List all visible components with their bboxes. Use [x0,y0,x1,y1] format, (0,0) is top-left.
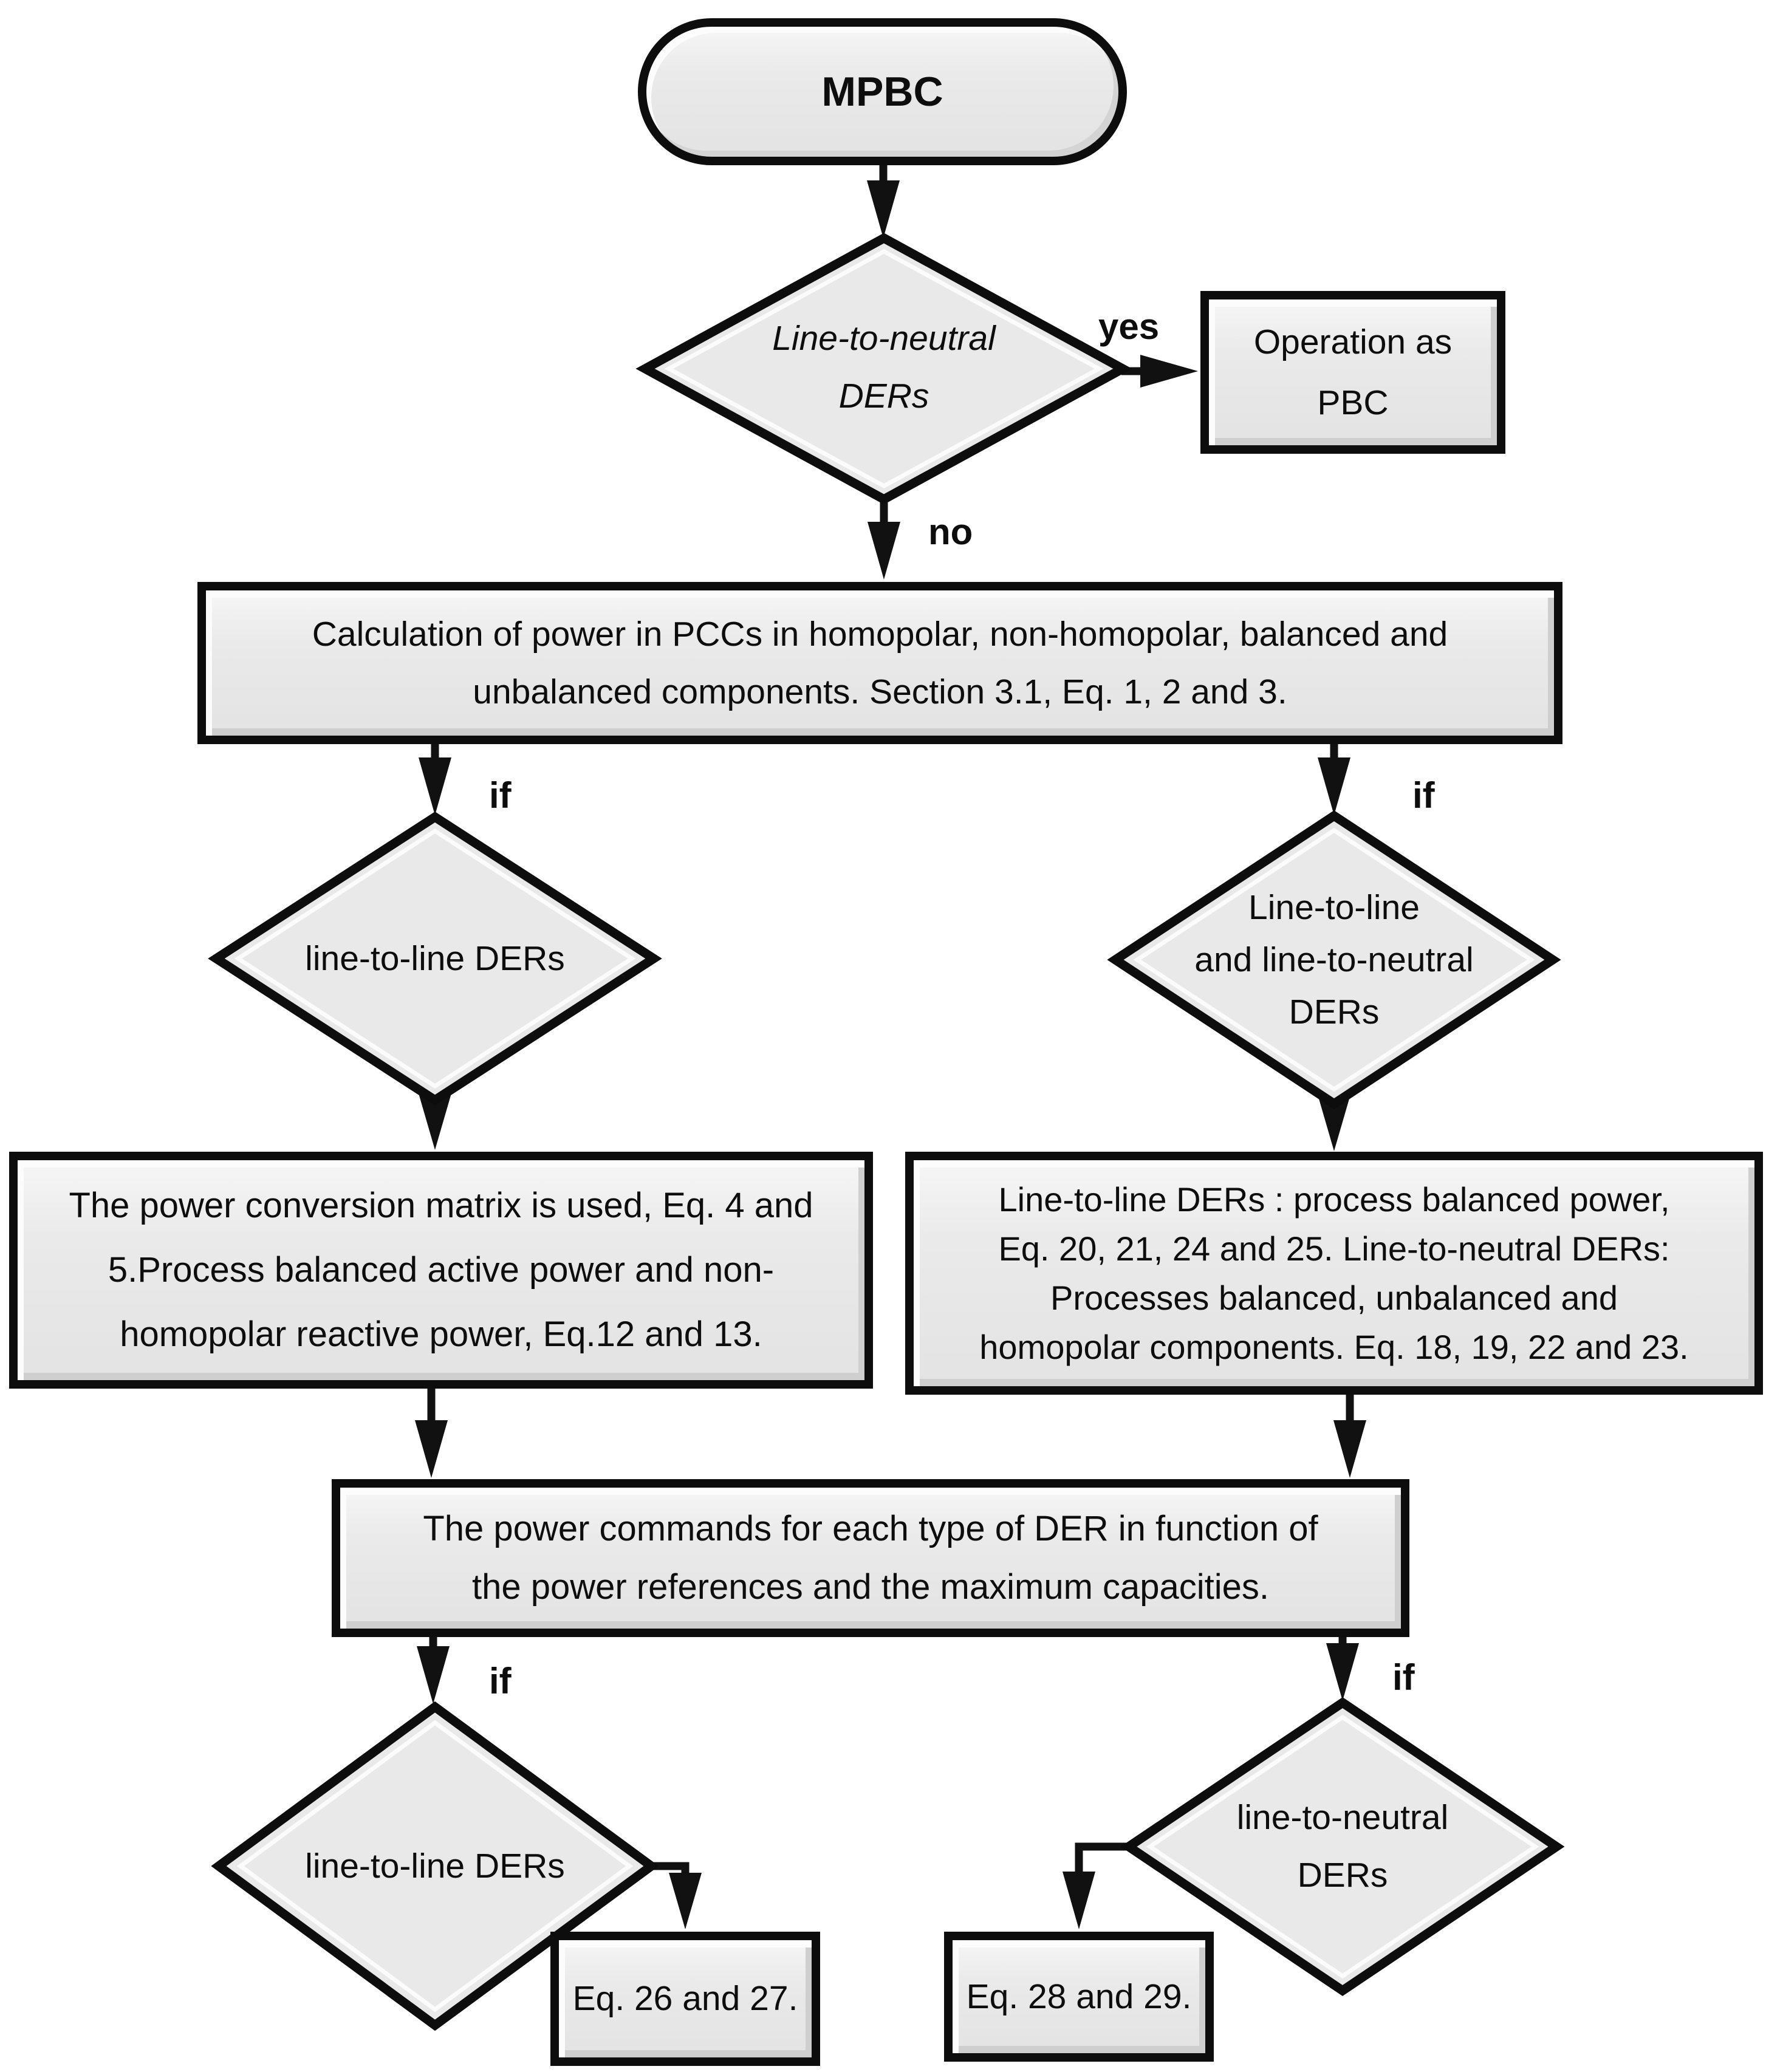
process-conversion-matrix: The power conversion matrix is used, Eq.… [9,1152,873,1389]
edge-label-no: no [928,511,973,552]
start-node-label: MPBC [821,68,943,115]
decision-line-to-line-text: line-to-line DERs [305,939,565,978]
arrow-right-process-to-commands [1333,1392,1366,1478]
arrow-no-to-calc [868,497,900,580]
edge-label-yes: yes [1098,306,1160,347]
start-node: MPBC [638,18,1127,165]
decision-line-to-line-2-text: line-to-line DERs [305,1846,565,1886]
arrow-commands-to-bottom-right-decision [1326,1635,1359,1701]
decision-line-to-neutral-2-shape [1120,1697,1565,1997]
decision-line-to-line-2-shape [211,1701,659,2031]
arrow-calc-to-left-decision [419,742,451,815]
decision-line-to-neutral-text: Line-to-neutral DERs [772,319,996,415]
decision-line-to-line-and-neutral-shape [1107,810,1561,1109]
edge-label-if-top-left: if [489,775,512,816]
arrow-commands-to-bottom-left-decision [417,1635,450,1704]
decision-line-to-line-shape [208,812,662,1106]
arrow-left-process-to-commands [415,1386,448,1478]
decision-line-to-neutral-shape [635,233,1132,505]
decision-line-to-neutral-2-text: line-to-neutral DERs [1236,1798,1449,1895]
edge-label-if-bottom-left: if [489,1661,512,1701]
edge-label-if-top-right: if [1412,775,1435,816]
process-calc-power: Calculation of power in PCCs in homopola… [197,582,1562,744]
process-eq-26-27: Eq. 26 and 27. [550,1932,820,2066]
decision-line-to-line-and-neutral-text: Line-to-line and line-to-neutral DERs [1194,888,1474,1031]
process-eq-28-29: Eq. 28 and 29. [944,1932,1214,2062]
arrow-yes-to-pbc [1121,355,1198,388]
arrow-bottom-left-decision-to-eq26 [650,1862,702,1929]
edge-label-if-bottom-right: if [1392,1657,1415,1698]
arrow-bottom-right-decision-to-eq28 [1063,1842,1130,1929]
process-operation-as-pbc: Operation as PBC [1200,291,1505,454]
process-der-components: Line-to-line DERs : process balanced pow… [905,1152,1763,1395]
process-power-commands: The power commands for each type of DER … [332,1479,1409,1637]
arrow-start-to-decision1 [867,162,900,238]
arrow-calc-to-right-decision [1318,742,1350,815]
